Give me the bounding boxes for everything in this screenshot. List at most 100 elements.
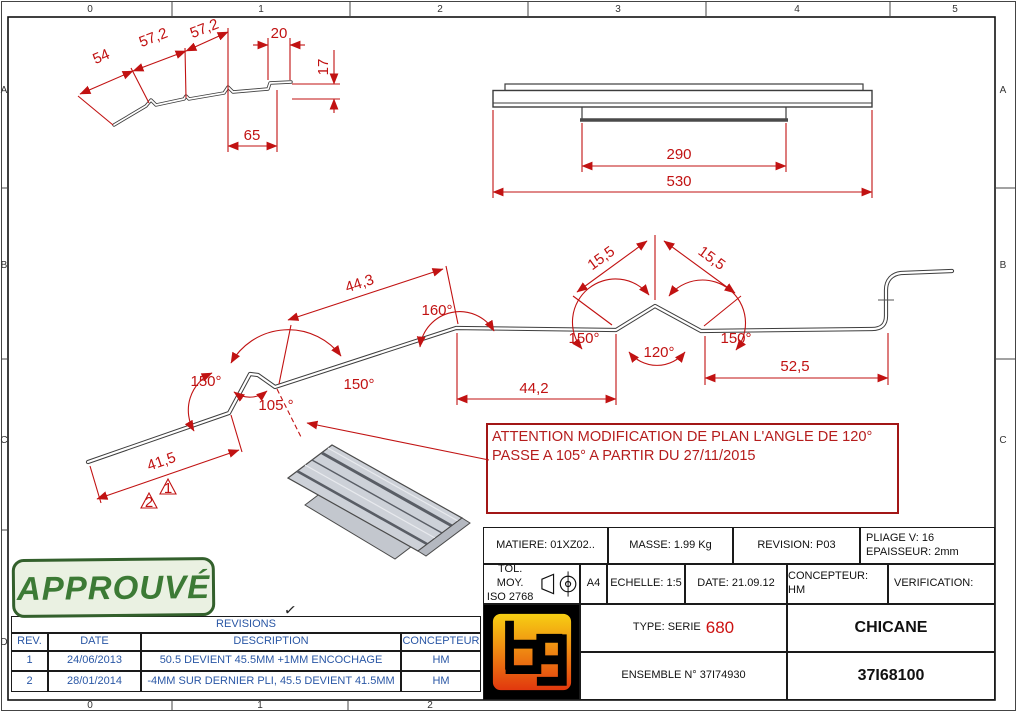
- format-label: A4: [586, 577, 601, 590]
- bottom-grid-ticks: [171, 700, 349, 710]
- row2-rev: 2: [26, 674, 33, 687]
- revisions-header-description: DESCRIPTION: [141, 633, 401, 651]
- grid-label-top-1: 1: [258, 4, 264, 15]
- revision-row2-rev: 2: [11, 671, 48, 692]
- flat-top-strip: [504, 83, 864, 92]
- revision-row1-description: 50.5 DEVIENT 45.5MM +1MM ENCOCHAGE: [141, 651, 401, 671]
- dim-155-left-text: 15,5: [585, 243, 619, 274]
- dim-290-text: 290: [666, 146, 691, 163]
- dim-17-text: 17: [315, 59, 332, 76]
- grid-label-top-5: 5: [952, 4, 958, 15]
- titleblock-designation: CHICANE: [787, 604, 995, 652]
- flat-notch-sides: [581, 107, 787, 119]
- verification-label: VERIFICATION:: [894, 577, 974, 590]
- arc-150-h: [668, 279, 747, 351]
- arc-150-d: [230, 329, 342, 364]
- title-block: MATIERE: 01XZ02.. MASSE: 1.99 Kg REVISIO…: [483, 527, 995, 700]
- warning-box: [486, 423, 899, 514]
- titleblock-part-number: 37I68100: [787, 652, 995, 700]
- revisions-header-date: DATE: [48, 633, 141, 651]
- detail-extension-lines: [77, 28, 340, 152]
- bend-flag-1-text: 1: [164, 480, 172, 497]
- arc-150-f: [571, 278, 650, 350]
- titleblock-tolerance: TOL. MOY. ISO 2768: [483, 563, 580, 604]
- revision-row1-concepteur: HM: [401, 651, 481, 671]
- arc-150-b: [184, 372, 213, 432]
- dim-line-443: [287, 268, 444, 321]
- detail-profile-view: 54 57,2 57,2 20 17 65: [77, 16, 340, 152]
- titleblock-format: A4: [580, 564, 607, 604]
- approval-stamp-label: APPROUVÉ: [16, 567, 211, 607]
- row2-concepteur: HM: [432, 674, 450, 687]
- titleblock-concepteur: CONCEPTEUR: HM: [787, 564, 888, 604]
- grid-label-left-d: D: [0, 637, 7, 648]
- top-grid-ticks: [171, 1, 891, 17]
- flat-body: [492, 89, 873, 108]
- border-frame: [1, 1, 1016, 711]
- arc-105-c: [233, 390, 268, 402]
- ext-155: [572, 235, 742, 327]
- concepteur-label: CONCEPTEUR: HM: [788, 570, 869, 596]
- detail-profile-inner: [113, 81, 292, 126]
- warning-line2: PASSE A 105° A PARTIR DU 27/11/2015: [492, 448, 756, 464]
- bg-logo-icon: [488, 609, 575, 695]
- angle-160-e-text: 160°: [421, 302, 452, 319]
- tol-line2: ISO 2768: [486, 590, 534, 603]
- dim-20-text: 20: [271, 25, 288, 42]
- date-label: DATE: 21.09.12: [697, 577, 775, 590]
- outer-border: [1, 1, 1016, 711]
- angle-ref-dash-d: [276, 388, 302, 438]
- header-description-label: DESCRIPTION: [233, 635, 309, 648]
- revision-row2-description: -4MM SUR DERNIER PLI, 45.5 DEVIENT 41.5M…: [141, 671, 401, 692]
- row2-date: 28/01/2014: [66, 674, 123, 687]
- grid-label-left-c: C: [0, 435, 7, 446]
- dim-572b-text: 57,2: [188, 16, 221, 42]
- row2-description: -4MM SUR DERNIER PLI, 45.5 DEVIENT 41.5M…: [147, 674, 395, 687]
- header-rev-label: REV.: [17, 635, 42, 648]
- warning-note: ATTENTION MODIFICATION DE PLAN L'ANGLE D…: [306, 420, 899, 514]
- bend-flag-2-text: 2: [145, 494, 153, 511]
- grid-label-bottom-2: 2: [427, 700, 433, 711]
- dim-54-text: 54: [90, 46, 112, 68]
- arc-160-e: [416, 311, 495, 348]
- dim-155-right-text: 15,5: [695, 243, 729, 274]
- revisions-header-rev: REV.: [11, 633, 48, 651]
- projection-symbol-icon: [541, 571, 577, 597]
- grid-label-left-a: A: [1, 85, 8, 96]
- signature-check-mark: ✓: [282, 601, 298, 620]
- bend-flag-1: [159, 477, 177, 495]
- flat-extension-lines: [492, 110, 873, 198]
- tolerance-label: TOL. MOY. ISO 2768: [484, 563, 536, 604]
- revision-row2-date: 28/01/2014: [48, 671, 141, 692]
- titleblock-date: DATE: 21.09.12: [685, 564, 787, 604]
- epaisseur-label: EPAISSEUR: 2mm: [866, 545, 959, 558]
- dim-line-572b: [185, 31, 229, 52]
- titleblock-pliage-epaisseur: PLIAGE V: 16 EPAISSEUR: 2mm: [860, 527, 995, 564]
- type-label: TYPE: SERIE: [632, 621, 701, 634]
- angle-120-text: 120°: [643, 344, 674, 361]
- header-concepteur-label: CONCEPTEUR: [402, 635, 480, 648]
- revision-row1-date: 24/06/2013: [48, 651, 141, 671]
- revision-row1-rev: 1: [11, 651, 48, 671]
- masse-label: MASSE: 1.99 Kg: [629, 538, 712, 551]
- dim-line-54: [79, 70, 134, 95]
- grid-label-top-3: 3: [615, 4, 621, 15]
- row1-date: 24/06/2013: [66, 654, 123, 667]
- isometric-view: [286, 444, 471, 560]
- row1-description: 50.5 DEVIENT 45.5MM +1MM ENCOCHAGE: [159, 654, 383, 667]
- iso-bend-lines: [296, 447, 459, 546]
- right-grid-ticks: [995, 187, 1015, 360]
- flat-plan-view: 290 530: [492, 83, 873, 198]
- grid-label-top-0: 0: [87, 4, 93, 15]
- grid-labels: 0 1 2 3 4 5 0 1 2 A B C D A B C: [0, 4, 1006, 711]
- dim-line-572a: [132, 50, 187, 72]
- angle-105-c-text: 105 °: [258, 397, 293, 414]
- grid-label-top-4: 4: [794, 4, 800, 15]
- left-grid-ticks: [1, 187, 8, 531]
- designation-label: CHICANE: [854, 619, 928, 636]
- grid-label-bottom-0: 0: [87, 700, 93, 711]
- tol-line1: TOL. MOY.: [496, 563, 524, 590]
- bend-flag-2: [140, 491, 158, 509]
